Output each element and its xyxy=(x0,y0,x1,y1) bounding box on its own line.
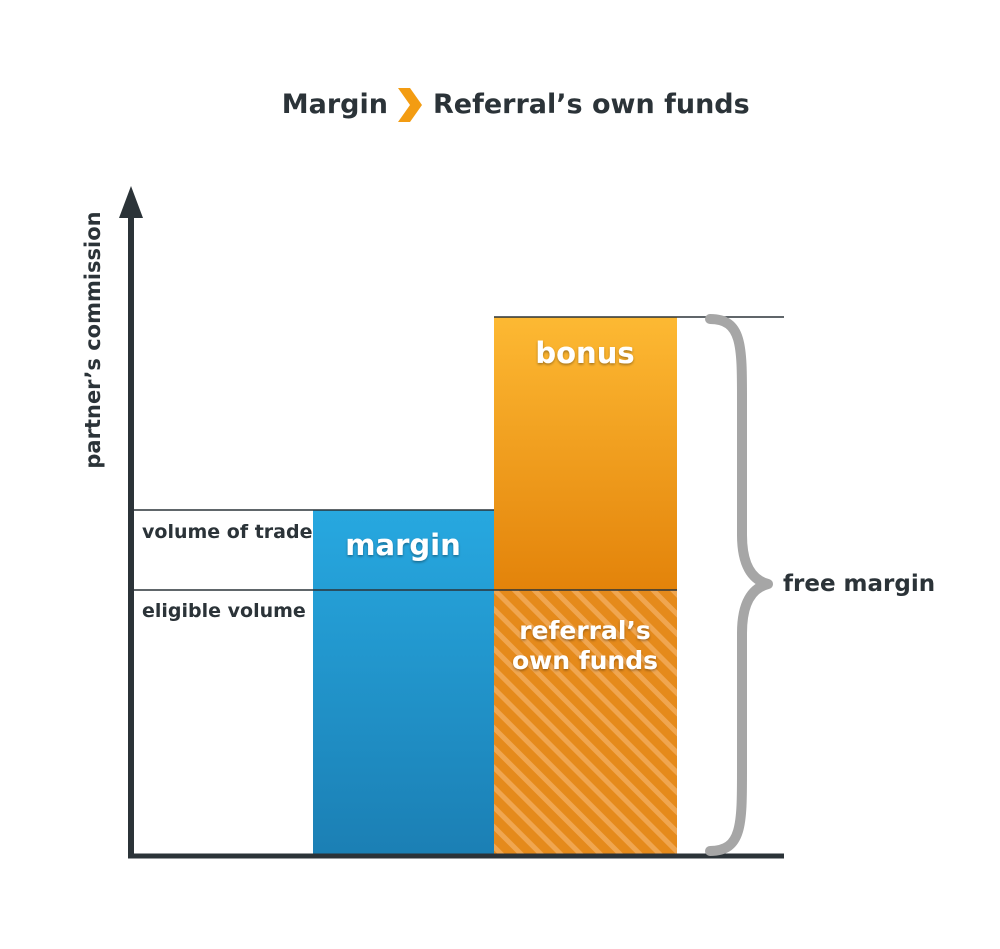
margin-bar xyxy=(313,510,494,856)
title-referral-funds: Referral’s own funds xyxy=(433,89,750,120)
title-chevron-icon xyxy=(398,88,422,122)
referral-funds-label-line1: referral’s xyxy=(519,616,651,645)
title-margin: Margin xyxy=(282,89,388,120)
referral-funds-bar xyxy=(494,590,677,856)
eligible-volume-label: eligible volume xyxy=(142,600,306,622)
bonus-bar xyxy=(494,317,677,590)
margin-bar-label: margin xyxy=(345,528,460,562)
bonus-bar-label: bonus xyxy=(535,336,634,370)
free-margin-brace-icon xyxy=(705,314,773,856)
y-axis-arrow-icon xyxy=(119,186,143,218)
y-axis-label: partner’s commission xyxy=(81,211,105,468)
referral-funds-label-line2: own funds xyxy=(512,646,658,675)
free-margin-label: free margin xyxy=(783,571,935,597)
volume-of-trade-label: volume of trade xyxy=(142,521,312,543)
